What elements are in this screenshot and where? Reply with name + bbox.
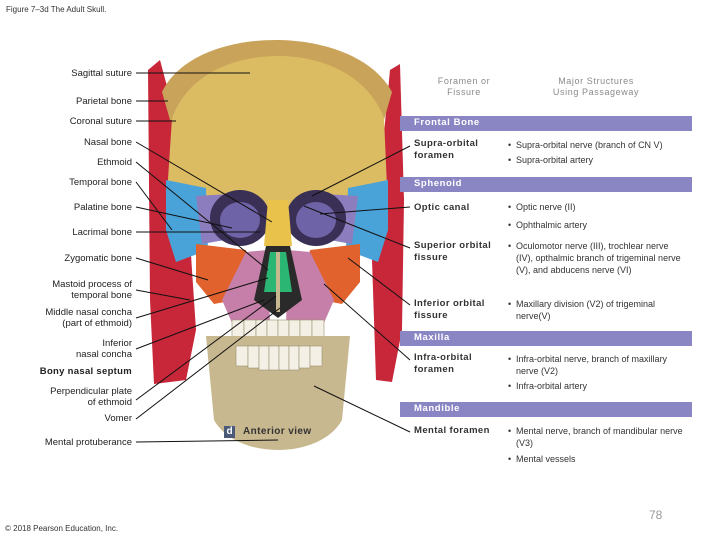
structure-mental-nerve: •Mental nerve, branch of mandibular nerv…: [508, 425, 688, 449]
label-inferior-nasal-concha: Inferior nasal concha: [76, 338, 132, 360]
left-leader-lines: [135, 72, 281, 443]
opening-inferior-orbital-fissure: Inferior orbital fissure: [414, 298, 485, 321]
opening-supra-orbital: Supra-orbital foramen: [414, 138, 479, 161]
label-mastoid-process: Mastoid process of temporal bone: [52, 279, 132, 301]
structure-infra-orbital-artery: •Infra-orbital artery: [508, 380, 688, 392]
band-mandible: Mandible: [400, 402, 692, 417]
opening-mental-foramen: Mental foramen: [414, 425, 490, 436]
view-letter-badge: d: [224, 426, 235, 438]
nasal-bone-shape: [264, 200, 292, 246]
label-sagittal-suture: Sagittal suture: [71, 68, 132, 79]
view-label: Anterior view: [243, 426, 312, 437]
structure-supra-orbital-nerve: •Supra-orbital nerve (branch of CN V): [508, 139, 688, 151]
structure-text: Ophthalmic artery: [516, 220, 588, 230]
label-ethmoid: Ethmoid: [97, 157, 132, 168]
structure-text: Maxillary division (V2) of trigeminal ne…: [516, 299, 656, 321]
band-sphenoid-label: Sphenoid: [414, 178, 463, 189]
copyright-notice: © 2018 Pearson Education, Inc.: [5, 524, 119, 533]
opening-superior-orbital-fissure: Superior orbital fissure: [414, 240, 492, 263]
label-palatine-bone: Palatine bone: [73, 202, 132, 213]
band-frontal-bone: Frontal Bone: [400, 116, 692, 131]
label-mental-protuberance: Mental protuberance: [44, 437, 132, 448]
structure-optic-nerve: •Optic nerve (II): [508, 201, 688, 213]
right-maxilla-shape: [286, 250, 334, 332]
structure-text: Mental nerve, branch of mandibular nerve…: [516, 426, 683, 448]
structure-cranial-nerves: •Oculomotor nerve (III), trochlear nerve…: [508, 240, 688, 276]
label-middle-nasal-concha: Middle nasal concha (part of ethmoid): [45, 307, 132, 329]
label-parietal-bone: Parietal bone: [76, 96, 132, 107]
right-leader-lines: [303, 145, 411, 433]
structure-text: Supra-orbital artery: [516, 155, 594, 165]
opening-optic-canal: Optic canal: [414, 202, 470, 213]
label-coronal-suture: Coronal suture: [69, 116, 132, 127]
right-orbit-inner: [296, 202, 336, 238]
structure-ophthalmic-artery: •Ophthalmic artery: [508, 219, 688, 231]
structure-maxillary-division: •Maxillary division (V2) of trigeminal n…: [508, 298, 688, 322]
structure-infra-orbital-nerve: •Infra-orbital nerve, branch of maxillar…: [508, 353, 688, 377]
frontal-bone-shape: [166, 56, 388, 210]
band-sphenoid: Sphenoid: [400, 177, 692, 192]
page-number: 78: [649, 508, 663, 522]
band-frontal-label: Frontal Bone: [414, 117, 480, 128]
structure-text: Optic nerve (II): [516, 202, 576, 212]
label-perpendicular-plate: Perpendicular plate of ethmoid: [50, 386, 132, 408]
band-maxilla-label: Maxilla: [414, 332, 450, 343]
structure-text: Mental vessels: [516, 454, 576, 464]
nasal-septum-shape: [276, 252, 280, 312]
structure-text: Infra-orbital nerve, branch of maxillary…: [516, 354, 668, 376]
header-foramen: Foramen or Fissure: [437, 76, 491, 97]
label-zygomatic-bone: Zygomatic bone: [64, 253, 132, 264]
figure-title: Figure 7–3d The Adult Skull.: [6, 5, 107, 14]
structure-text: Supra-orbital nerve (branch of CN V): [516, 140, 663, 150]
band-maxilla: Maxilla: [400, 331, 692, 346]
label-vomer: Vomer: [104, 413, 132, 424]
opening-infra-orbital: Infra-orbital foramen: [414, 352, 472, 375]
structure-text: Oculomotor nerve (III), trochlear nerve …: [516, 241, 681, 275]
header-structures: Major Structures Using Passageway: [552, 76, 640, 97]
structure-text: Infra-orbital artery: [516, 381, 588, 391]
lower-teeth: [235, 345, 323, 371]
label-temporal-bone: Temporal bone: [69, 177, 132, 188]
structure-supra-orbital-artery: •Supra-orbital artery: [508, 154, 688, 166]
label-bony-nasal-septum: Bony nasal septum: [39, 366, 132, 377]
label-lacrimal-bone: Lacrimal bone: [72, 227, 132, 238]
left-orbit-inner: [220, 202, 260, 238]
label-nasal-bone: Nasal bone: [83, 137, 132, 148]
band-mandible-label: Mandible: [414, 403, 460, 414]
structure-mental-vessels: •Mental vessels: [508, 453, 688, 465]
